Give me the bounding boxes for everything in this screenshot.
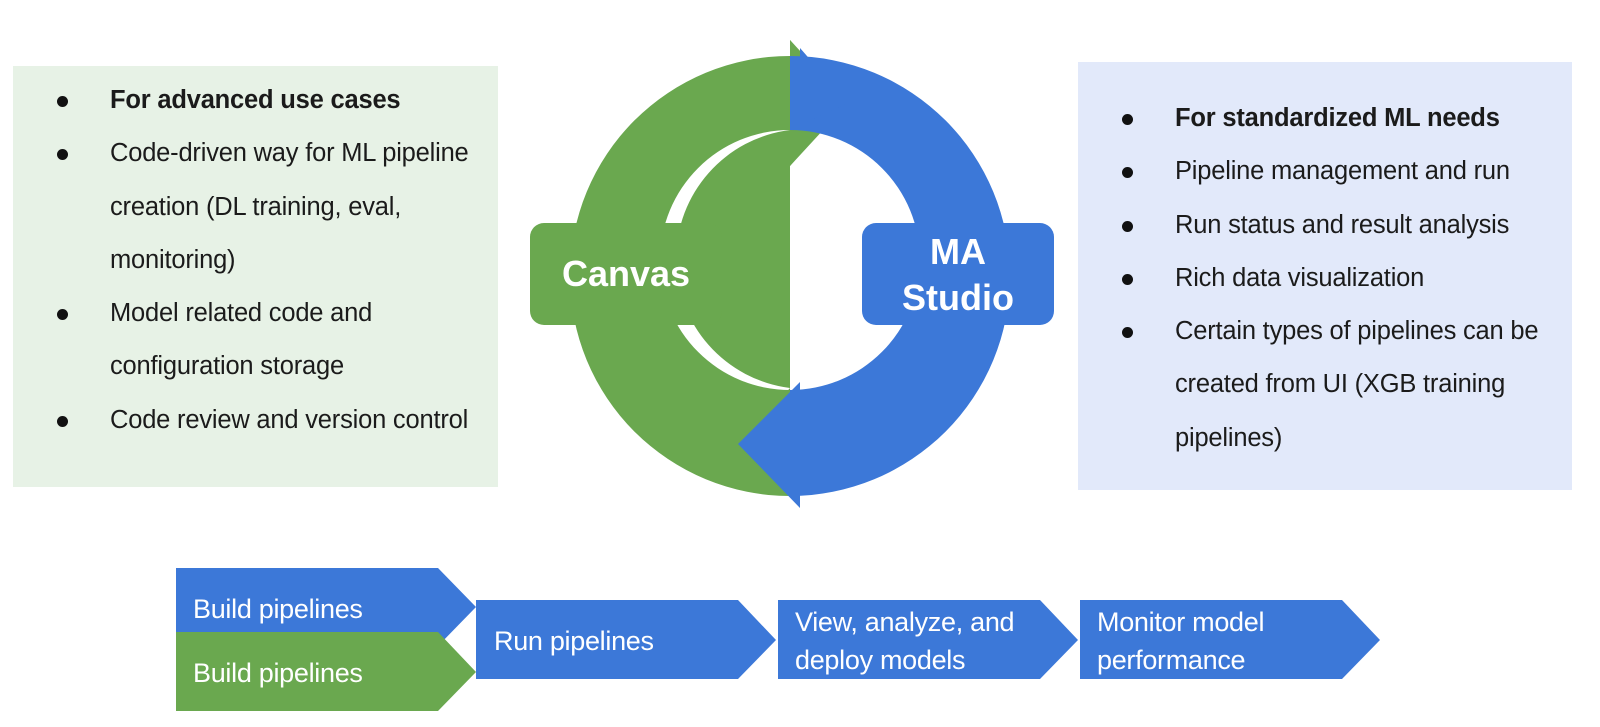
list-item: Code review and version control (53, 394, 483, 447)
run-pipelines-step (476, 600, 776, 679)
build-pipelines-blue-label: Build pipelines (193, 594, 363, 624)
ma-studio-feature-list: For standardized ML needs Pipeline manag… (1118, 92, 1558, 465)
bullet-icon (57, 415, 68, 427)
build-pipelines-green-step (176, 632, 476, 711)
bullet-icon (1122, 273, 1133, 285)
bullet-icon (1122, 220, 1133, 232)
build-pipelines-blue-step (176, 568, 476, 646)
green-arc-body (570, 56, 790, 496)
list-item: Run status and result analysis (1118, 199, 1558, 252)
bullet-icon (1122, 167, 1133, 179)
ma-studio-description-panel: For standardized ML needs Pipeline manag… (1078, 62, 1572, 490)
build-pipelines-green-label: Build pipelines (193, 658, 363, 688)
view-analyze-label-line2: deploy models (795, 645, 966, 675)
list-item: Rich data visualization (1118, 252, 1558, 305)
list-item: Pipeline management and run (1118, 145, 1558, 198)
ma-studio-label-line1: MA (930, 231, 986, 272)
list-item: For standardized ML needs (1118, 92, 1558, 145)
canvas-label: Canvas (562, 253, 690, 294)
list-item: Model related code and configuration sto… (53, 287, 483, 394)
canvas-description-panel: For advanced use cases Code-driven way f… (13, 66, 498, 487)
monitor-label-line1: Monitor model (1097, 607, 1265, 637)
monitor-label-line2: performance (1097, 645, 1246, 675)
ma-studio-label-box (862, 223, 1054, 325)
green-cycle-arrow (676, 40, 843, 494)
view-analyze-label-line1: View, analyze, and (795, 607, 1015, 637)
ma-studio-label-line2: Studio (902, 277, 1014, 318)
canvas-feature-list: For advanced use cases Code-driven way f… (53, 74, 483, 447)
blue-arrowhead (738, 382, 800, 508)
bullet-icon (1122, 327, 1133, 339)
monitor-performance-step (1080, 600, 1380, 679)
blue-arc-body (790, 56, 1010, 496)
bullet-icon (57, 96, 68, 107)
list-item: For advanced use cases (53, 74, 483, 127)
list-item: Certain types of pipelines can be create… (1118, 305, 1558, 465)
blue-arrow-tail-cover (800, 48, 848, 125)
bullet-icon (1122, 114, 1133, 125)
list-item: Code-driven way for ML pipeline creation… (53, 127, 483, 287)
view-analyze-deploy-step (778, 600, 1078, 679)
canvas-label-box (530, 223, 722, 325)
run-pipelines-label: Run pipelines (494, 626, 654, 656)
bullet-icon (57, 149, 68, 161)
bullet-icon (57, 309, 68, 321)
